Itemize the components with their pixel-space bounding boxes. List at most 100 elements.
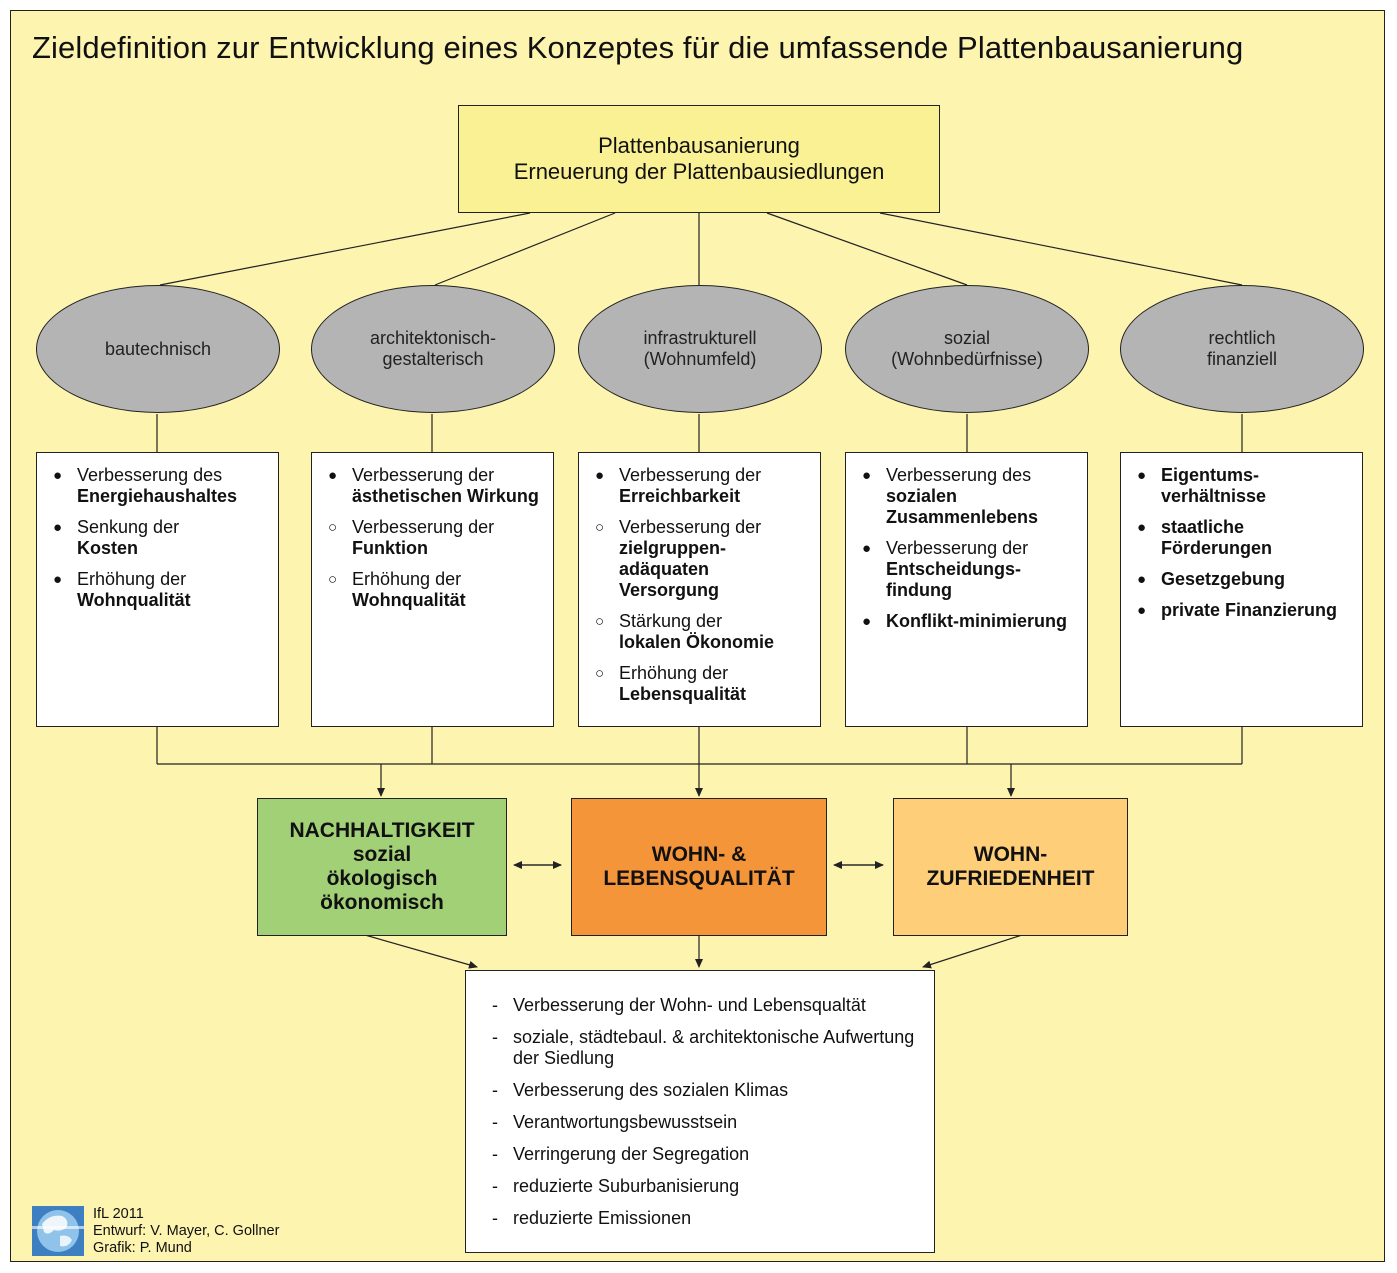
connector-top-to-sozial <box>766 212 968 286</box>
credit-line-1: IfL 2011 <box>93 1206 144 1222</box>
detail-box-rechtlich: ●Eigentums-verhältnisse ●staatliche Förd… <box>1120 452 1363 727</box>
item-text: private Finanzierung <box>1161 600 1338 620</box>
credit-text: IfL 2011 Entwurf: V. Mayer, C. Gollner G… <box>93 1206 279 1257</box>
bullet-filled-icon: ● <box>862 540 872 557</box>
item-text: Verbesserung des <box>886 465 1032 485</box>
results-box: -Verbesserung der Wohn- und Lebensqualtä… <box>465 970 935 1253</box>
outcome-line: ökologisch <box>326 867 438 890</box>
item-text: Stärkung der <box>619 611 723 631</box>
item-strong: Wohnqualität <box>352 590 466 610</box>
result-text: soziale, städtebaul. & architektonische … <box>513 1027 915 1068</box>
bullet-hollow-icon: ○ <box>328 571 338 588</box>
item-text: Erhöhung der <box>77 569 187 589</box>
credit-line-2: Entwurf: V. Mayer, C. Gollner <box>93 1223 280 1239</box>
item-strong: sozialen Zusammenlebens <box>886 486 1039 527</box>
ellipse-label: rechtlich <box>1208 328 1276 348</box>
bullet-hollow-icon: ○ <box>595 519 605 536</box>
ellipse-label: sozial <box>943 328 991 348</box>
item-strong: Energiehaushaltes <box>77 486 238 506</box>
item-strong: lokalen Ökonomie <box>619 632 775 652</box>
ellipse-label: architektonisch- <box>369 328 497 348</box>
bullet-filled-icon: ● <box>53 519 63 536</box>
ellipse-infrastrukturell: infrastrukturell (Wohnumfeld) <box>578 285 822 413</box>
dash-icon: - <box>492 1080 498 1100</box>
result-item: -soziale, städtebaul. & architektonische… <box>492 1027 924 1069</box>
ellipse-label: infrastrukturell <box>643 328 757 348</box>
bullet-filled-icon: ● <box>595 467 605 484</box>
result-text: reduzierte Emissionen <box>513 1208 692 1228</box>
item-text: Verbesserung des <box>77 465 223 485</box>
bullet-filled-icon: ● <box>53 571 63 588</box>
item-text: Verbesserung der <box>619 517 762 537</box>
outcome-nachhaltigkeit: NACHHALTIGKEIT sozial ökologisch ökonomi… <box>257 798 507 936</box>
dash-icon: - <box>492 995 498 1015</box>
item-strong: Entscheidungs-findung <box>886 559 1022 600</box>
item-strong: zielgruppen-adäquaten Versorgung <box>619 538 726 600</box>
list-item: ● private Finanzierung <box>1135 600 1354 621</box>
ellipse-label-2: gestalterisch <box>382 349 484 369</box>
outcome-line: ZUFRIEDENHEIT <box>926 867 1095 890</box>
bullet-filled-icon: ● <box>1137 571 1147 588</box>
top-box-line-2: Erneuerung der Plattenbausiedlungen <box>513 159 885 184</box>
outcome-line: LEBENSQUALITÄT <box>603 867 795 890</box>
result-item: -Verringerung der Segregation <box>492 1144 924 1165</box>
bullet-filled-icon: ● <box>1137 467 1147 484</box>
result-item: -Verbesserung der Wohn- und Lebensqualtä… <box>492 995 924 1016</box>
result-text: Verringerung der Segregation <box>513 1144 750 1164</box>
item-text: Verbesserung der <box>352 465 495 485</box>
item-strong: Lebensqualität <box>619 684 747 704</box>
bullet-hollow-icon: ○ <box>595 613 605 630</box>
dash-icon: - <box>492 1112 498 1132</box>
result-text: reduzierte Suburbanisierung <box>513 1176 740 1196</box>
ellipse-label: bautechnisch <box>104 338 212 359</box>
ellipse-label-2: (Wohnumfeld) <box>643 349 757 369</box>
connector-top-to-architektonisch <box>434 212 616 286</box>
ifl-globe-logo-icon <box>32 1206 84 1256</box>
connector-top-to-rechtlich <box>879 212 1243 286</box>
item-strong: ästhetischen Wirkung <box>352 486 539 506</box>
result-item: -reduzierte Emissionen <box>492 1208 924 1229</box>
bullet-filled-icon: ● <box>328 467 338 484</box>
top-box-plattenbausanierung: Plattenbausanierung Erneuerung der Platt… <box>458 105 940 213</box>
item-strong: Kosten <box>77 538 139 558</box>
diagram-title: Zieldefinition zur Entwicklung eines Kon… <box>32 30 1244 65</box>
result-text: Verbesserung des sozialen Klimas <box>513 1080 789 1100</box>
item-text: Verbesserung der <box>352 517 495 537</box>
dash-icon: - <box>492 1176 498 1196</box>
item-text: Senkung der <box>77 517 180 537</box>
ellipse-bautechnisch: bautechnisch <box>36 285 280 413</box>
result-text: Verbesserung der Wohn- und Lebensqualtät <box>513 995 866 1015</box>
ellipse-architektonisch: architektonisch- gestalterisch <box>311 285 555 413</box>
bullet-filled-icon: ● <box>53 467 63 484</box>
outcome-title: WOHN- <box>973 843 1048 866</box>
result-item: -Verantwortungsbewusstsein <box>492 1112 924 1133</box>
bullet-hollow-icon: ○ <box>328 519 338 536</box>
outcome-line: ökonomisch <box>320 891 444 914</box>
list-item: ●Konflikt-minimierung <box>860 611 1079 632</box>
credit-line-3: Grafik: P. Mund <box>93 1240 192 1256</box>
item-strong: Wohnqualität <box>77 590 191 610</box>
dash-icon: - <box>492 1027 498 1047</box>
bullet-filled-icon: ● <box>1137 602 1147 619</box>
outcome-title: NACHHALTIGKEIT <box>289 819 475 842</box>
dash-icon: - <box>492 1144 498 1164</box>
ellipse-sozial: sozial (Wohnbedürfnisse) <box>845 285 1089 413</box>
dash-icon: - <box>492 1208 498 1228</box>
bullet-hollow-icon: ○ <box>595 665 605 682</box>
item-text: Eigentums-verhältnisse <box>1161 465 1267 506</box>
item-text: Verbesserung der <box>619 465 762 485</box>
result-item: -reduzierte Suburbanisierung <box>492 1176 924 1197</box>
ellipse-label-2: finanziell <box>1206 349 1278 369</box>
ellipse-rechtlich: rechtlich finanziell <box>1120 285 1364 413</box>
outcome-title: WOHN- & <box>651 843 747 866</box>
